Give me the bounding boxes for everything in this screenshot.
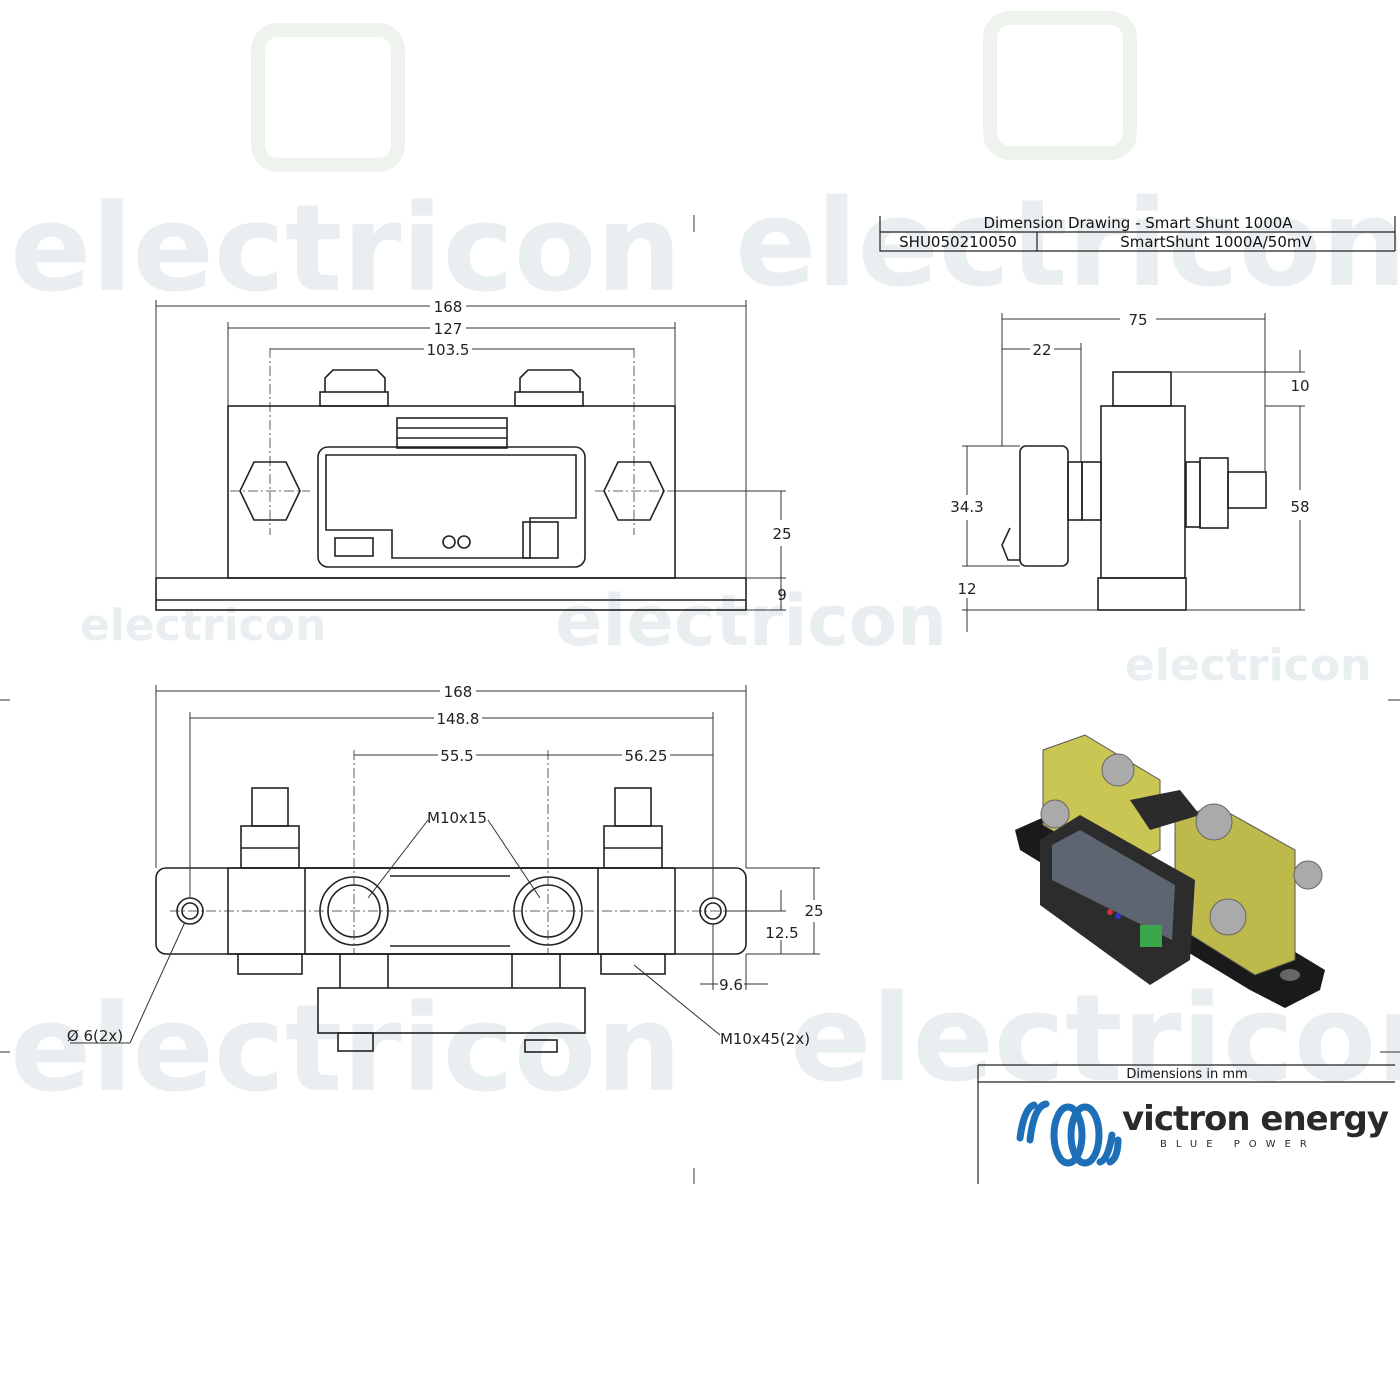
units-note: Dimensions in mm [1126,1067,1247,1082]
svg-text:electricon: electricon [1125,640,1371,691]
dim-bottom-edge: 9.6 [719,976,743,994]
label-bolt: M10x45(2x) [720,1030,810,1048]
label-terminal-thread: M10x15 [427,809,487,827]
drawing-title: Dimension Drawing - Smart Shunt 1000A [983,214,1293,232]
logo-block: Dimensions in mm victron energy BLUE POW… [977,1064,1395,1184]
dim-bottom-hole-center: 12.5 [765,924,798,942]
side-view: 75 22 10 58 34.3 12 [950,311,1310,632]
svg-text:electricon: electricon [555,580,947,662]
dim-front-base: 9 [777,586,787,604]
dim-front-holes: 103.5 [427,341,470,359]
svg-text:electricon: electricon [80,600,326,651]
sheet-marks [0,215,1400,1184]
bottom-view: 168 148.8 55.5 56.25 M10x15 25 12.5 9.6 … [67,683,824,1053]
part-number: SHU050210050 [899,233,1017,251]
dim-front-width: 168 [434,298,463,316]
dim-side-bolt: 10 [1290,377,1309,395]
dim-side-display-offset: 22 [1032,341,1051,359]
dim-side-height: 58 [1290,498,1309,516]
dim-front-terminal: 127 [434,320,463,338]
svg-text:electricon: electricon [10,180,682,319]
dim-side-display-height: 34.3 [950,498,983,516]
logo-tagline: BLUE POWER [1160,1139,1316,1150]
title-block: Dimension Drawing - Smart Shunt 1000A SH… [879,214,1396,252]
label-mount-hole: Ø 6(2x) [67,1027,123,1045]
dim-bottom-length: 168 [444,683,473,701]
victron-logo-icon [1016,1100,1122,1167]
dim-front-hole-height: 25 [772,525,791,543]
svg-text:electricon: electricon [735,175,1400,314]
part-description: SmartShunt 1000A/50mV [1120,233,1312,251]
logo-wordmark: victron energy [1122,1099,1389,1139]
dim-bottom-right: 56.25 [625,747,668,765]
front-view: 168 127 103.5 25 9 [155,298,792,611]
dim-side-display-base: 12 [957,580,976,598]
dim-bottom-width: 25 [804,902,823,920]
dim-bottom-left: 55.5 [440,747,473,765]
svg-text:electricon: electricon [10,980,682,1119]
dim-side-depth: 75 [1128,311,1147,329]
dim-bottom-holes: 148.8 [437,710,480,728]
isometric-render [1015,734,1325,1008]
